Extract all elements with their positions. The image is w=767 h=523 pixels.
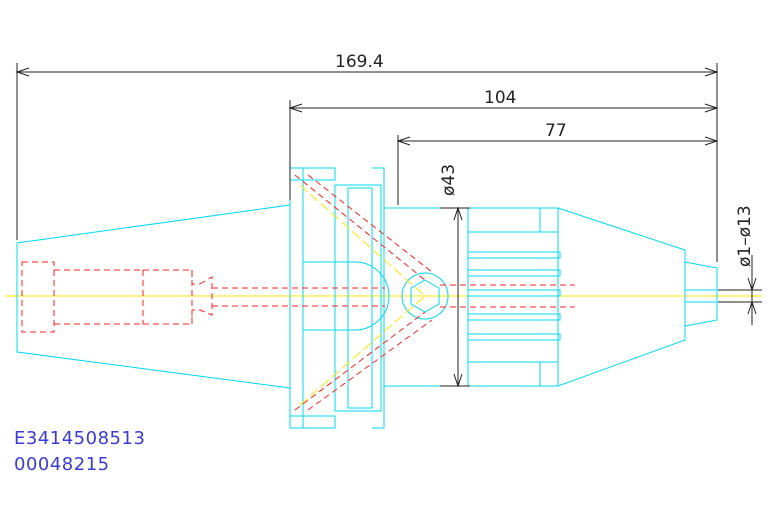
neck <box>384 207 458 387</box>
dim-overall-length: 169.4 <box>335 52 384 72</box>
part-number: E3414508513 <box>14 428 146 449</box>
dim-body-length: 104 <box>484 88 516 108</box>
hidden-lines <box>21 174 575 411</box>
dim-chuck-diameter: ø43 <box>439 164 459 196</box>
dim-clamp-range: ø1–ø13 <box>735 205 755 267</box>
chuck-nose <box>557 207 718 387</box>
serial-number: 00048215 <box>14 454 110 475</box>
dim-chuck-length: 77 <box>545 121 567 141</box>
flange <box>289 167 385 429</box>
cross-hole <box>401 272 449 320</box>
drive-slot <box>335 261 390 331</box>
dimension-lines <box>15 63 762 388</box>
angle-centerlines <box>299 184 426 406</box>
chuck-body <box>457 207 561 387</box>
